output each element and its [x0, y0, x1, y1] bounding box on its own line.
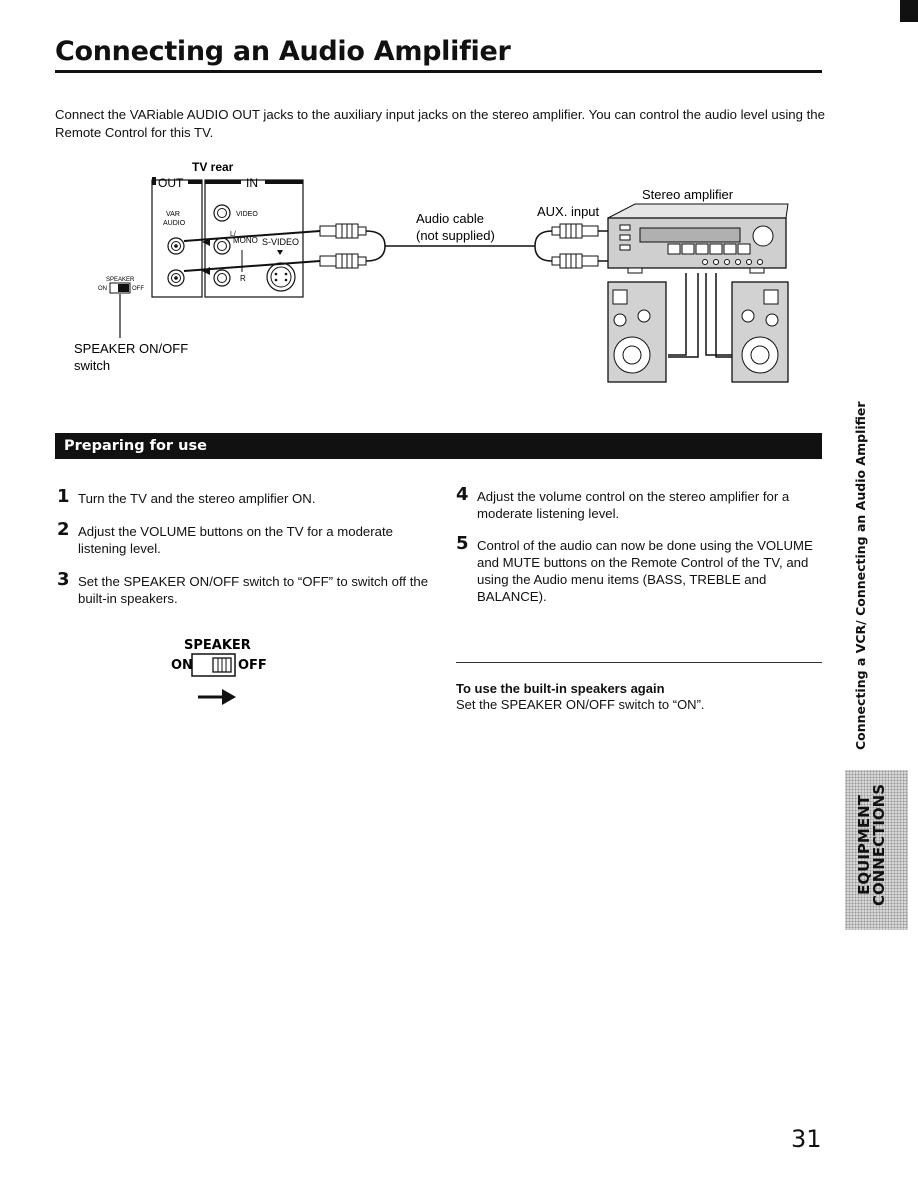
- not-supplied-label: (not supplied): [416, 228, 495, 243]
- steps-right: 4 Adjust the volume control on the stere…: [456, 484, 826, 620]
- speaker-switch-callout-1: SPEAKER ON/OFF: [74, 341, 188, 356]
- audio-label: AUDIO: [163, 220, 186, 227]
- step-item: 2 Adjust the VOLUME buttons on the TV fo…: [57, 519, 432, 557]
- note-divider: [456, 662, 822, 663]
- step-number: 3: [57, 569, 70, 590]
- stereo-amplifier-label: Stereo amplifier: [642, 187, 734, 202]
- step-text: Turn the TV and the stereo amplifier ON.: [78, 491, 316, 506]
- step-item: 1 Turn the TV and the stereo amplifier O…: [57, 486, 432, 507]
- switch-speaker-label: SPEAKER: [184, 638, 251, 653]
- svideo-jack: [266, 262, 296, 292]
- mono-label: MONO: [233, 236, 258, 245]
- side-running-title: Connecting a VCR/ Connecting an Audio Am…: [853, 401, 868, 750]
- tv-rear-panel: TV rear OUT VAR AUDIO IN VIDEO L/ MONO S…: [98, 160, 304, 338]
- on-small-label: ON: [98, 286, 107, 292]
- tv-rear-label: TV rear: [192, 160, 234, 174]
- step-text: Set the SPEAKER ON/OFF switch to “OFF” t…: [78, 574, 429, 606]
- right-speaker: [731, 281, 789, 383]
- corner-mark: [900, 0, 918, 22]
- var-audio-jack-r: [167, 269, 185, 287]
- speaker-small-label: SPEAKER: [106, 277, 135, 283]
- note-heading: To use the built-in speakers again: [456, 681, 665, 696]
- var-audio-jack-l: [167, 237, 185, 255]
- connection-diagram: TV rear OUT VAR AUDIO IN VIDEO L/ MONO S…: [74, 160, 789, 383]
- aux-input-label: AUX. input: [537, 204, 600, 219]
- step-item: 4 Adjust the volume control on the stere…: [456, 484, 826, 522]
- video-label: VIDEO: [236, 211, 258, 218]
- step-item: 5 Control of the audio can now be done u…: [456, 533, 826, 605]
- note-text: Set the SPEAKER ON/OFF switch to “ON”.: [456, 697, 705, 712]
- stereo-amplifier: [607, 203, 789, 274]
- svideo-label: S-VIDEO: [262, 237, 299, 247]
- out-label: OUT: [158, 176, 184, 190]
- section-tab-label: EQUIPMENT CONNECTIONS: [855, 780, 888, 910]
- title-rule: [55, 70, 822, 73]
- right-arrow-icon: [198, 689, 236, 705]
- step-text: Adjust the VOLUME buttons on the TV for …: [78, 524, 393, 556]
- var-label: VAR: [166, 211, 180, 218]
- l-label: L/: [230, 231, 236, 238]
- section-tab: EQUIPMENT CONNECTIONS: [845, 770, 908, 930]
- left-speaker: [607, 281, 667, 383]
- tab-line-2: CONNECTIONS: [870, 783, 888, 907]
- intro-paragraph: Connect the VARiable AUDIO OUT jacks to …: [55, 107, 825, 140]
- switch-knob: [212, 657, 232, 673]
- step-text: Adjust the volume control on the stereo …: [477, 489, 790, 521]
- audio-cable: [183, 223, 608, 275]
- speaker-switch-callout-2: switch: [74, 358, 110, 373]
- section-bar: Preparing for use: [55, 433, 822, 459]
- page-title: Connecting an Audio Amplifier: [55, 36, 511, 67]
- speaker-switch-figure: SPEAKER ON OFF: [171, 638, 267, 705]
- step-text: Control of the audio can now be done usi…: [477, 538, 813, 604]
- off-small-label: OFF: [132, 286, 144, 292]
- section-title: Preparing for use: [64, 438, 207, 454]
- r-label: R: [240, 274, 246, 283]
- audio-cable-label: Audio cable: [416, 211, 484, 226]
- switch-off-label: OFF: [238, 658, 267, 673]
- step-number: 2: [57, 519, 70, 540]
- step-number: 5: [456, 533, 469, 554]
- page-number: 31: [791, 1125, 822, 1153]
- step-item: 3 Set the SPEAKER ON/OFF switch to “OFF”…: [57, 569, 432, 607]
- steps-left: 1 Turn the TV and the stereo amplifier O…: [57, 486, 432, 623]
- switch-on-label: ON: [171, 658, 193, 673]
- step-number: 1: [57, 486, 70, 507]
- in-label: IN: [246, 176, 258, 190]
- step-number: 4: [456, 484, 469, 505]
- speaker-wires: [668, 273, 732, 358]
